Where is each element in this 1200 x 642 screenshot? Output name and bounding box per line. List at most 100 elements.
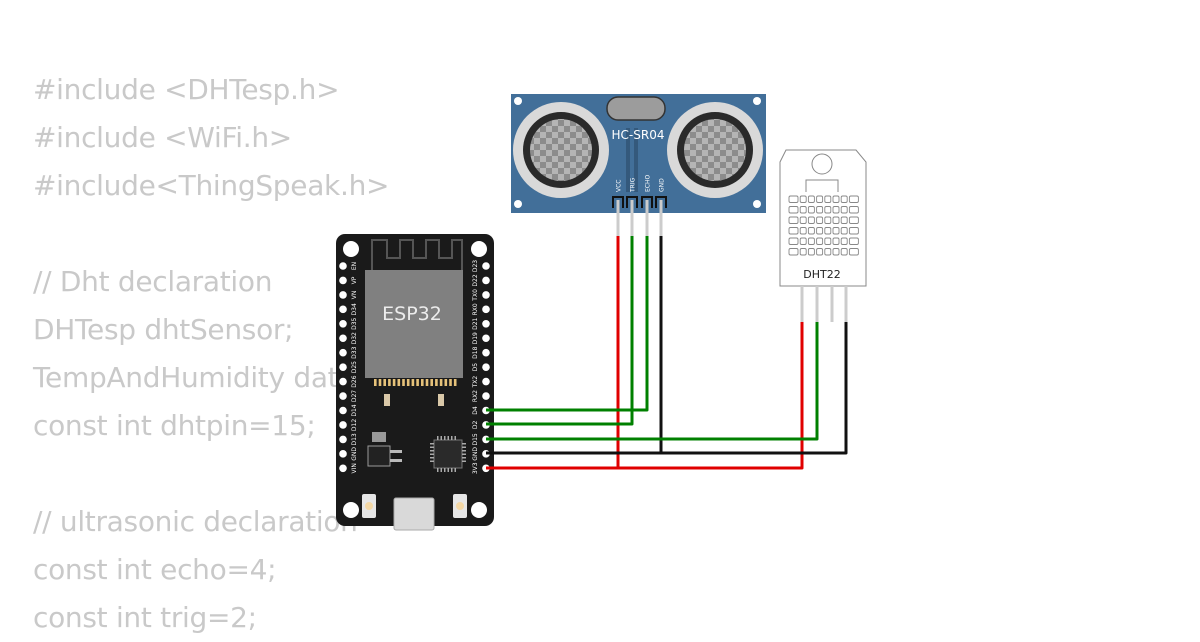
dht22-pin[interactable] (844, 286, 848, 322)
pin-label: D34 (351, 303, 358, 315)
header-pin[interactable] (339, 377, 347, 386)
header-pin[interactable] (339, 320, 347, 328)
header-pin[interactable] (482, 363, 490, 371)
vent-hole (788, 216, 799, 224)
header-pin[interactable] (482, 320, 490, 328)
header-pin[interactable] (659, 200, 663, 236)
dht22-pin[interactable] (815, 286, 819, 322)
header-pin[interactable] (339, 291, 347, 299)
vent-hole (832, 195, 840, 203)
pin-label: D33 (351, 346, 358, 358)
code-line: const int echo=4; (33, 553, 277, 586)
header-pin[interactable] (339, 363, 347, 371)
chip-pad (449, 379, 452, 386)
vent-hole (840, 237, 848, 245)
code-line: #include <DHTesp.h> (33, 73, 340, 106)
header-pin[interactable] (339, 435, 347, 444)
header-pin[interactable] (482, 291, 490, 299)
code-line: // Dht declaration (33, 265, 273, 298)
vent-hole (824, 237, 832, 245)
vent-hole (840, 195, 848, 203)
vent-hole (799, 216, 807, 224)
pin-label: TX2 (472, 376, 479, 389)
vent-hole (840, 206, 848, 214)
header-pin[interactable] (339, 262, 347, 270)
header-pin[interactable] (482, 262, 490, 270)
wire-hcsr04-vcc-to-3v3[interactable] (486, 236, 620, 470)
pin-label: D27 (351, 390, 358, 402)
mount-hole (514, 97, 522, 105)
code-line: const int trig=2; (33, 601, 257, 634)
pin-label: D23 (472, 260, 479, 272)
vent-hole (799, 227, 807, 235)
header-pin[interactable] (482, 305, 490, 314)
header-pin[interactable] (339, 464, 347, 473)
vent-hole (824, 206, 832, 214)
transducer-left-mesh (530, 119, 592, 181)
pin-label: D2 (472, 421, 479, 430)
pin-label: VN (351, 291, 358, 300)
pin-label: D35 (351, 317, 358, 329)
header-pin[interactable] (339, 450, 347, 458)
vent-hole (807, 216, 815, 224)
chip-pad (435, 379, 438, 386)
dht22-pins (800, 286, 848, 322)
pin-label: D19 (472, 332, 479, 344)
vent-hole (840, 248, 848, 256)
vent-hole (840, 227, 848, 235)
wire-hcsr04-echo-to-d4[interactable] (486, 236, 649, 412)
vent-hole (816, 227, 824, 235)
esp32-board[interactable]: ESP32 ENVPVND34D35D32D33D25D26D27D14D12D… (336, 234, 494, 531)
wire-hcsr04-trig-to-d2[interactable] (486, 236, 634, 426)
pin-label: D32 (351, 332, 358, 344)
vent-hole (799, 248, 807, 256)
vent-hole (788, 195, 799, 203)
wire-dht22-gnd-to-gnd[interactable] (486, 322, 848, 455)
vent-hole (848, 206, 859, 214)
header-pin[interactable] (339, 276, 347, 285)
pin-label: RX2 (472, 390, 479, 402)
header-pin[interactable] (616, 200, 620, 236)
header-pin[interactable] (482, 392, 490, 400)
header-pin[interactable] (339, 406, 347, 415)
wire-dht22-data-to-d15[interactable] (486, 322, 819, 441)
header-pin[interactable] (482, 276, 490, 285)
header-pin[interactable] (339, 348, 347, 357)
header-pin[interactable] (339, 305, 347, 314)
crystal (606, 96, 666, 121)
header-pin[interactable] (630, 200, 634, 236)
chip-pin (462, 457, 466, 459)
wire-hcsr04-gnd-to-gnd[interactable] (486, 236, 663, 455)
header-pin[interactable] (482, 334, 490, 343)
chip-pad (392, 379, 396, 386)
pin-label: D18 (472, 346, 479, 358)
header-pin[interactable] (339, 392, 347, 400)
chip-pin (454, 436, 456, 440)
pin-label: VP (351, 276, 358, 284)
mount-hole (753, 97, 761, 105)
header-pin[interactable] (339, 334, 347, 343)
vent-hole (832, 227, 840, 235)
header-pin[interactable] (482, 348, 490, 357)
pin-label: D22 (472, 274, 479, 286)
chip-pad (411, 379, 415, 386)
vent-hole (807, 206, 815, 214)
dht22-pin[interactable] (800, 286, 804, 322)
header-pin[interactable] (482, 377, 490, 386)
chip-pad (421, 379, 424, 386)
mount-hole (471, 502, 487, 518)
header-pin[interactable] (339, 421, 347, 429)
pin-label: GND (659, 178, 666, 192)
chip-pad (425, 379, 429, 386)
chip-pin (462, 443, 466, 445)
chip-pin (447, 436, 449, 440)
code-line: TempAndHumidity data; (33, 361, 365, 394)
header-pin[interactable] (645, 200, 649, 236)
vent-hole (832, 216, 840, 224)
pin-label: D12 (351, 419, 358, 431)
wire-dht22-vcc-to-3v3[interactable] (486, 322, 804, 470)
pin-label: GND (351, 447, 358, 461)
dht22-pin[interactable] (830, 286, 834, 322)
dht22-sensor[interactable]: DHT22 (779, 149, 867, 322)
